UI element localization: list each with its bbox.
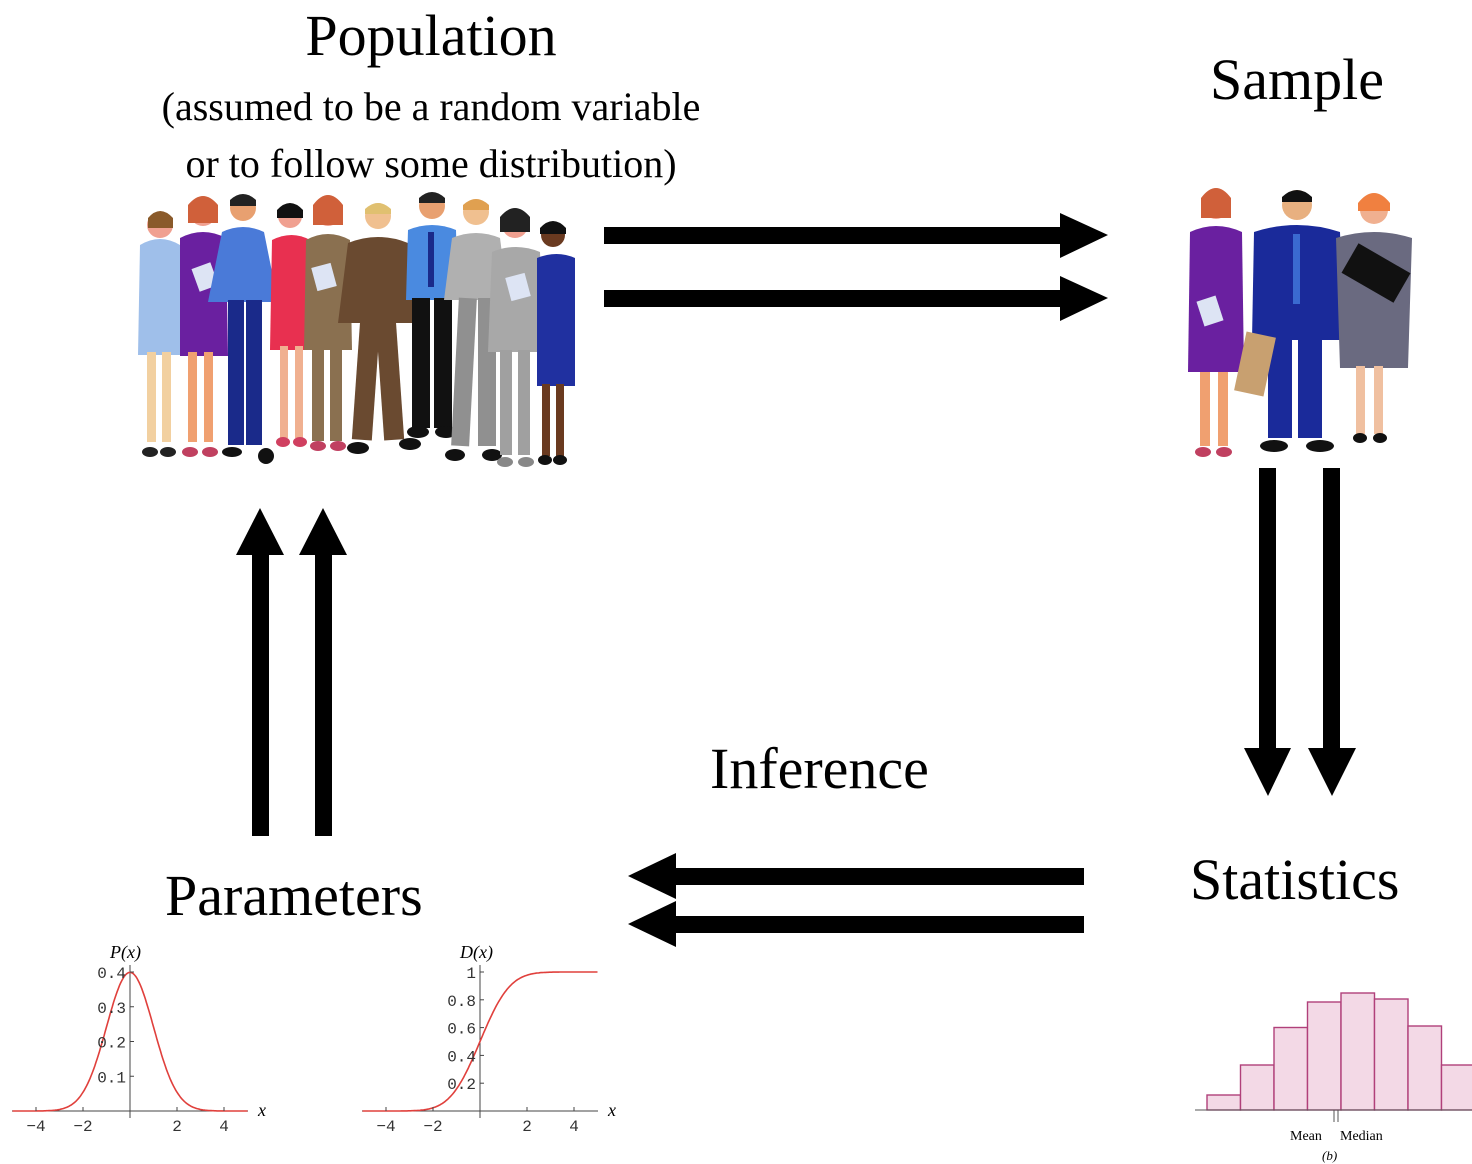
pdf-ytick-label: 0.3	[97, 1000, 126, 1018]
pdf-ytick-label: 0.1	[97, 1069, 126, 1087]
histogram-bar	[1239, 1064, 1275, 1111]
cdf-xtick-label: 4	[569, 1118, 579, 1136]
cdf-ytick-label: 1	[466, 965, 476, 983]
histogram-bar	[1273, 1026, 1309, 1111]
histogram-bar	[1306, 1001, 1342, 1111]
cdf-ytick-label: 0.2	[447, 1076, 476, 1094]
pdf-xlabel: x	[257, 1100, 266, 1120]
cdf-xlabel: x	[607, 1100, 616, 1120]
cdf-curve	[362, 971, 598, 1112]
cdf-ytick-label: 0.6	[447, 1021, 476, 1039]
pdf-x-ticks: −4 −2 2 4	[26, 1107, 229, 1136]
pdf-xtick-label: −4	[26, 1118, 45, 1136]
mean-label: Mean	[1290, 1129, 1322, 1144]
people-group-icon	[138, 192, 575, 467]
median-label: Median	[1340, 1129, 1383, 1144]
pdf-xtick-label: 2	[172, 1118, 182, 1136]
histogram: Mean Median (b)	[1195, 992, 1472, 1163]
sample-title: Sample	[1210, 47, 1384, 112]
inference-arrows	[628, 853, 1084, 947]
histogram-bar	[1440, 1064, 1472, 1111]
population-title: Population	[305, 3, 557, 68]
inference-label: Inference	[710, 736, 929, 801]
histogram-caption: (b)	[1322, 1148, 1337, 1163]
parameters-to-population-arrows	[236, 508, 347, 836]
pdf-plot: P(x) x 0.4 0.3 0.2 0.1 −4 −2 2 4	[12, 942, 266, 1136]
pdf-y-ticks: 0.4 0.3 0.2 0.1	[97, 965, 134, 1087]
histogram-bar	[1340, 992, 1376, 1111]
pdf-xtick-label: −2	[73, 1118, 92, 1136]
histogram-bar	[1407, 1025, 1443, 1111]
cdf-ytick-label: 0.4	[447, 1048, 476, 1066]
histogram-bar	[1206, 1094, 1242, 1111]
pdf-ylabel: P(x)	[109, 942, 141, 963]
cdf-y-ticks: 1 0.8 0.6 0.4 0.2	[447, 965, 484, 1094]
population-to-sample-arrows	[604, 213, 1108, 321]
small-group-icon	[1188, 188, 1412, 457]
cdf-xtick-label: −2	[423, 1118, 442, 1136]
pdf-ytick-label: 0.4	[97, 965, 126, 983]
cdf-xtick-label: 2	[522, 1118, 532, 1136]
pdf-ytick-label: 0.2	[97, 1035, 126, 1053]
cdf-xtick-label: −4	[376, 1118, 395, 1136]
population-description-line-1: (assumed to be a random variable	[161, 84, 701, 129]
parameters-title: Parameters	[165, 863, 423, 928]
population-description: (assumed to be a random variable or to f…	[0, 78, 862, 192]
sample-to-statistics-arrows	[1244, 468, 1356, 796]
pdf-xtick-label: 4	[219, 1118, 229, 1136]
statistics-title: Statistics	[1190, 847, 1400, 912]
cdf-plot: D(x) x 1 0.8 0.6 0.4 0.2 −4 −2 2 4	[362, 942, 616, 1136]
cdf-ylabel: D(x)	[459, 942, 493, 963]
population-description-line-2: or to follow some distribution)	[185, 141, 677, 186]
cdf-ytick-label: 0.8	[447, 993, 476, 1011]
cdf-x-ticks: −4 −2 2 4	[376, 1107, 579, 1136]
histogram-bar	[1373, 998, 1409, 1111]
histogram-bars	[1206, 992, 1472, 1111]
